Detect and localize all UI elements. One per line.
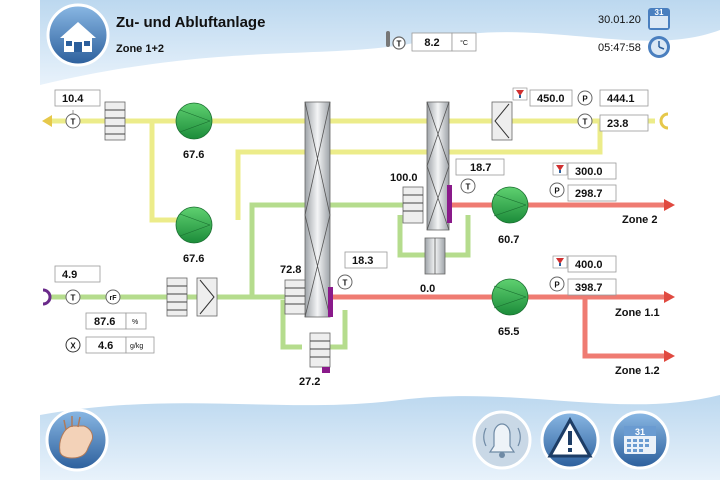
heat-exchanger-main <box>304 101 333 318</box>
zone12-label: Zone 1.2 <box>615 365 660 377</box>
exhaust-return-intake <box>659 112 669 130</box>
sensor-letter: T <box>466 183 471 192</box>
heater-coil <box>309 332 331 373</box>
sensor-letter: T <box>343 279 348 288</box>
zone11-label: Zone 1.1 <box>615 307 660 319</box>
calendar-day: 31 <box>635 427 645 437</box>
sensor-letter: P <box>554 187 560 196</box>
zone1-pressure-setpoint: 400.0 <box>575 259 603 271</box>
exhaust-out-temp-value: 10.4 <box>62 93 84 105</box>
outdoor-in-temp-value: 4.9 <box>62 269 77 281</box>
exhaust-duct <box>50 118 655 223</box>
exhaust-out-arrow <box>42 115 52 127</box>
zone-label: Zone 1+2 <box>116 43 164 55</box>
manual-mode-button[interactable] <box>45 408 109 472</box>
heater-value: 27.2 <box>299 376 320 388</box>
fan-zone1 <box>491 278 529 316</box>
exhaust-pressure-setpoint: 450.0 <box>537 93 565 105</box>
alarm-button[interactable] <box>540 410 600 470</box>
setpoint-flag-zone1 <box>552 255 568 269</box>
humidity-sensor-outdoor: rF <box>105 289 121 305</box>
calendar-icon: 31 <box>624 426 656 454</box>
exhaust-return-temp: 23.8 <box>607 118 628 130</box>
humidity-unit: % <box>132 319 138 326</box>
sensor-letter: rF <box>110 295 118 302</box>
temp-sensor-exhaust-return: T <box>577 113 593 129</box>
filter-supply-1 <box>284 279 306 315</box>
heat-exchanger-zone2 <box>426 101 452 231</box>
zone2-fan-speed: 60.7 <box>498 234 519 246</box>
bypass-unit <box>424 237 446 275</box>
hand-icon <box>59 416 93 459</box>
temp-sensor-exhaust-out: T <box>65 110 81 129</box>
supply-fan-speed-lower: 67.6 <box>183 253 204 265</box>
temp-sensor-supply: T <box>337 274 353 290</box>
zone1-pressure-actual: 398.7 <box>575 282 603 294</box>
humidity-value: 87.6 <box>94 316 115 328</box>
pressure-sensor-exhaust: P <box>577 90 593 106</box>
bell-button[interactable] <box>472 410 532 470</box>
filter-outdoor <box>166 277 188 317</box>
heat-recovery-1-value: 72.8 <box>280 264 301 276</box>
fan-exhaust-2 <box>175 206 213 244</box>
sensor-letter: P <box>582 95 588 104</box>
fan-zone2 <box>491 186 529 224</box>
thermometer-icon: T <box>386 31 406 50</box>
date-text: 30.01.20 <box>598 14 641 26</box>
outdoor-temp-unit: °C <box>460 39 468 47</box>
calendar-icon: 31 <box>655 8 664 17</box>
heat-recovery-2-value: 100.0 <box>390 172 418 184</box>
zone2-arrow <box>664 199 675 211</box>
home-icon <box>60 22 96 52</box>
bypass-value: 0.0 <box>420 283 435 295</box>
clock-icon <box>658 41 665 50</box>
sensor-letter: X <box>70 342 76 351</box>
temp-sensor-zone2: T <box>460 178 476 194</box>
calendar-button-small[interactable]: 31 <box>648 8 670 30</box>
filter-exhaust <box>104 101 126 141</box>
zone2-pressure-setpoint: 300.0 <box>575 166 603 178</box>
clock-button[interactable] <box>648 36 670 58</box>
filter-supply-2 <box>402 186 424 224</box>
calendar-button[interactable]: 31 <box>610 410 670 470</box>
temp-sensor-outdoor: T <box>65 289 81 305</box>
page-title: Zu- und Abluftanlage <box>116 14 265 31</box>
zone2-pressure-actual: 298.7 <box>575 188 603 200</box>
setpoint-flag-exhaust <box>512 87 528 101</box>
damper-exhaust-return <box>491 101 513 141</box>
zone11-arrow <box>664 291 675 303</box>
bell-icon <box>483 423 521 458</box>
warning-icon <box>547 416 593 458</box>
exhaust-fan-speed: 67.6 <box>183 149 204 161</box>
setpoint-flag-zone2 <box>552 162 568 176</box>
zone2-label: Zone 2 <box>622 214 657 226</box>
sensor-letter: T <box>397 40 402 49</box>
damper-outdoor <box>196 277 218 317</box>
top-wave <box>40 0 720 85</box>
outdoor-intake <box>42 288 52 306</box>
time-text: 05:47:58 <box>598 42 641 54</box>
abs-humidity-icon: X <box>65 337 81 353</box>
pressure-sensor-zone1: P <box>549 276 565 292</box>
sensor-letter: T <box>71 118 76 127</box>
fan-exhaust <box>175 102 213 140</box>
sensor-letter: P <box>554 281 560 290</box>
exhaust-pressure-actual: 444.1 <box>607 93 635 105</box>
abs-humidity-value: 4.6 <box>98 340 113 352</box>
sensor-letter: T <box>71 294 76 303</box>
zone2-temp-value: 18.7 <box>470 162 491 174</box>
zone1-fan-speed: 65.5 <box>498 326 519 338</box>
zone12-arrow <box>664 350 675 362</box>
outdoor-temp-display: T 8.2 °C <box>386 31 477 52</box>
outdoor-temp-value: 8.2 <box>424 37 439 49</box>
pressure-sensor-zone2: P <box>549 182 565 198</box>
abs-humidity-unit: g/kg <box>130 343 143 350</box>
home-button[interactable] <box>46 3 110 67</box>
sensor-letter: T <box>583 118 588 127</box>
supply-temp-value: 18.3 <box>352 255 373 267</box>
